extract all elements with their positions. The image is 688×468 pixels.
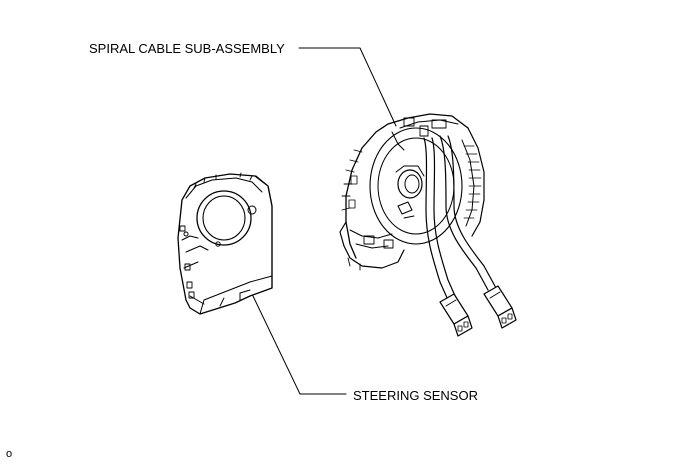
spiral-cable-sub-assembly-icon	[339, 113, 517, 337]
steering-sensor-icon	[177, 172, 273, 315]
spiral-cable-leader-line	[298, 47, 397, 127]
figure-id: o	[6, 448, 13, 460]
spiral-cable-sub-assembly-label: SPIRAL CABLE SUB-ASSEMBLY	[89, 41, 285, 56]
steering-sensor-label: STEERING SENSOR	[353, 388, 478, 403]
steering-sensor-leader-line	[252, 295, 347, 395]
